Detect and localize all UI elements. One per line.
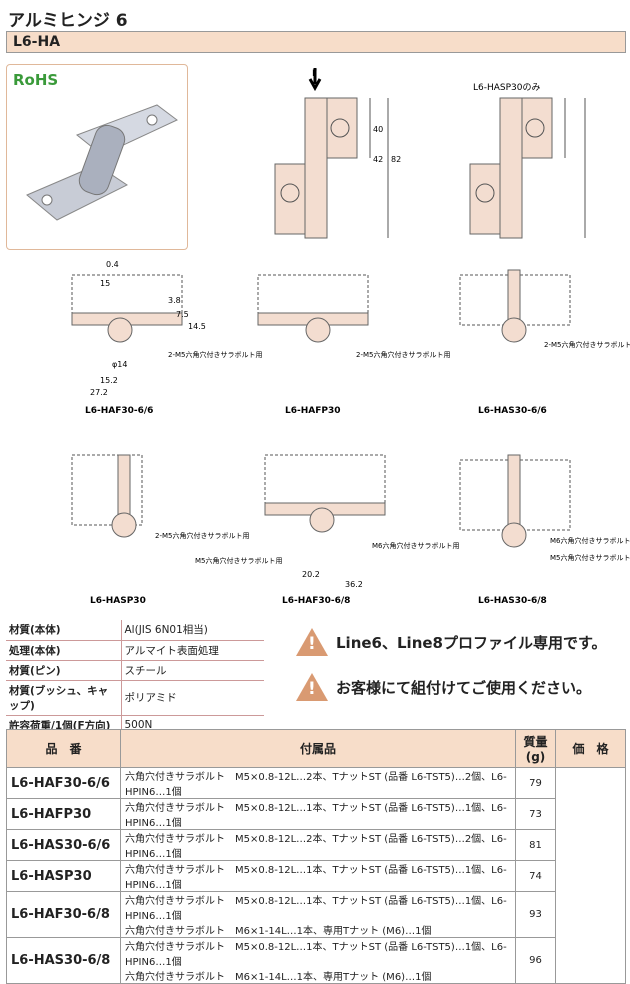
dim-38: 3.8 [168,296,181,305]
weight: 79 [515,767,556,799]
spec-value: スチール [121,660,264,681]
accessory: 六角穴付きサラボルト M5×0.8-12L…2本、TナットST (品番 L6-T… [120,767,516,799]
bolt-note-8: M5六角穴付きサラボルト用 [550,553,630,562]
drawing-haf30-68: M5六角穴付きサラボルト用 M6六角穴付きサラボルト用 20.2 36.2 L6… [195,454,460,606]
bolt-note-7: M6六角穴付きサラボルト用 [550,536,630,545]
part-number: L6-HAS30-6/8 [6,937,121,984]
header-accessories: 付属品 [120,729,516,768]
weight: 73 [515,798,556,830]
bolt-note-2: 2-M5六角穴付きサラボルト用 [356,350,450,359]
caption-haf30-68: L6-HAF30-6/8 [282,596,350,606]
dim-04: 0.4 [106,260,119,269]
product-photo: RoHS [6,64,188,250]
caption-hafp30: L6-HAFP30 [285,406,341,416]
caption-has30-66: L6-HAS30-6/6 [478,406,547,416]
bolt-note-6: M6六角穴付きサラボルト用 [372,541,460,550]
weight: 93 [515,891,556,938]
header-price: 価 格 [555,729,626,768]
drawing-haf30-66: 0.4 15 3.8 7.5 14.5 2-M5六角穴付きサラボルト用 φ14 … [71,260,262,416]
accessory: 六角穴付きサラボルト M5×0.8-12L…1本、TナットST (品番 L6-T… [120,798,516,830]
spec-value: Al(JIS 6N01相当) [121,620,264,641]
dim-15: 15 [100,279,110,288]
drawing-has30-68: M6六角穴付きサラボルト用 M5六角穴付きサラボルト用 L6-HAS30-6/8 [459,454,630,606]
spec-table: 材質(本体)Al(JIS 6N01相当) 処理(本体)アルマイト表面処理 材質(… [6,620,264,736]
warning-text: お客様にて組付けてご使用ください。 [336,678,592,697]
dim-42: 42 [373,155,383,164]
dim-82: 82 [391,155,401,164]
accessory: 六角穴付きサラボルト M5×0.8-12L…2本、TナットST (品番 L6-T… [120,829,516,861]
warning-1: ! Line6、Line8プロファイル専用です。 [296,628,606,656]
dim-152: 15.2 [100,376,118,385]
weight: 96 [515,937,556,984]
dim-40: 40 [373,125,383,134]
drawing-hafp30: 2-M5六角穴付きサラボルト用 L6-HAFP30 [257,274,450,416]
section-row-2: 2-M5六角穴付きサラボルト用 L6-HASP30 M5六角穴付きサラボルト用 … [71,454,630,606]
rohs-logo: RoHS [13,71,59,89]
drawing-has30-66: 2-M5六角穴付きサラボルト用 L6-HAS30-6/6 [459,269,630,416]
page-title: アルミヒンジ 6 [8,11,128,31]
part-number: L6-HAF30-6/6 [6,767,121,799]
hinge-image [26,104,178,221]
spec-key: 材質(ピン) [6,660,122,681]
spec-key: 材質(ブッシュ、キャップ) [6,680,122,716]
price-cell [555,767,626,984]
accessory: 六角穴付きサラボルト M5×0.8-12L…1本、TナットST (品番 L6-T… [120,891,516,938]
bolt-note-5: M5六角穴付きサラボルト用 [195,556,283,565]
dim-362: 36.2 [345,580,363,589]
caption-has30-68: L6-HAS30-6/8 [478,596,547,606]
warning-icon: ! [296,628,328,656]
warning-text: Line6、Line8プロファイル専用です。 [336,633,607,652]
part-number: L6-HAS30-6/6 [6,829,121,861]
section-row-1: 0.4 15 3.8 7.5 14.5 2-M5六角穴付きサラボルト用 φ14 … [71,260,630,416]
spec-key: 材質(本体) [6,620,122,641]
caption-haf30-66: L6-HAF30-6/6 [85,406,153,416]
part-number: L6-HAFP30 [6,798,121,830]
warning-2: ! お客様にて組付けてご使用ください。 [296,673,591,701]
bolt-note-1: 2-M5六角穴付きサラボルト用 [168,350,262,359]
dim-75: 7.5 [176,310,189,319]
part-number: L6-HASP30 [6,860,121,892]
accessory: 六角穴付きサラボルト M5×0.8-12L…1本、TナットST (品番 L6-T… [120,937,516,984]
warning-icon: ! [296,673,328,701]
header-weight: 質量(g) [515,729,556,768]
header-part-number: 品 番 [6,729,121,768]
dim-145: 14.5 [188,322,206,331]
dim-202: 20.2 [302,570,320,579]
dim-phi14: φ14 [112,360,127,369]
dim-272: 27.2 [90,388,108,397]
bolt-note-4: 2-M5六角穴付きサラボルト用 [155,531,249,540]
weight: 74 [515,860,556,892]
part-number: L6-HAF30-6/8 [6,891,121,938]
caption-hasp30: L6-HASP30 [90,596,146,606]
drawing-hasp30: 2-M5六角穴付きサラボルト用 L6-HASP30 [71,454,249,606]
model-bar: L6-HA [6,31,626,53]
spec-value: アルマイト表面処理 [121,640,264,661]
note-hasp30: L6-HASP30のみ [473,82,541,93]
front-view-drawings: F 40 42 82 L6-HASP30のみ [274,68,586,239]
bolt-note-3: 2-M5六角穴付きサラボルト用 [544,340,630,349]
spec-value: ポリアミド [121,680,264,716]
accessory: 六角穴付きサラボルト M5×0.8-12L…1本、TナットST (品番 L6-T… [120,860,516,892]
spec-key: 処理(本体) [6,640,122,661]
weight: 81 [515,829,556,861]
